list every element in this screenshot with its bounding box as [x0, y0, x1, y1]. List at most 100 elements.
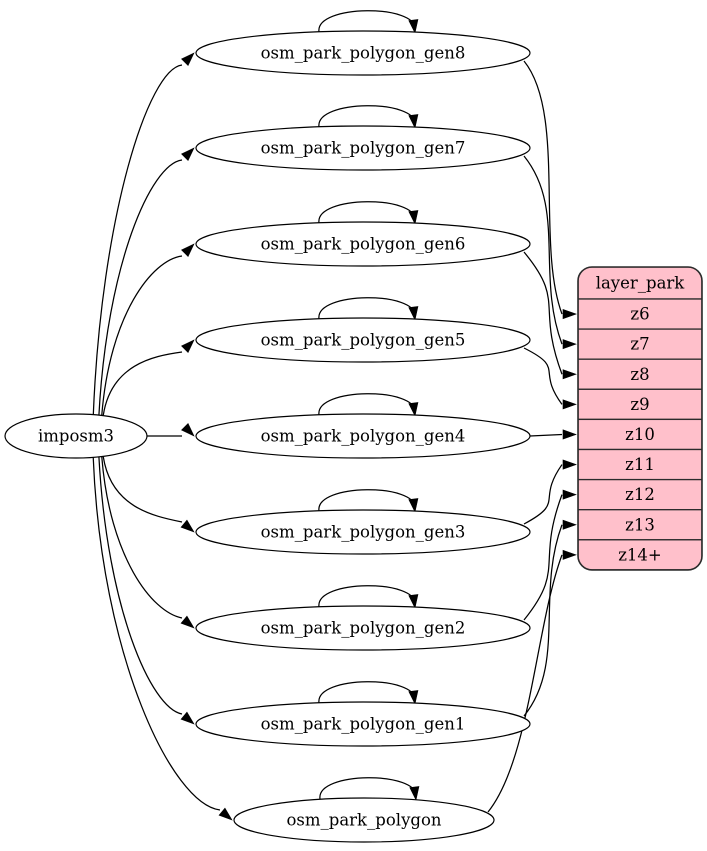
table-row-label-z10: z10	[625, 425, 655, 444]
arrowhead-gen2-to-row-z12	[562, 489, 577, 500]
node-base[interactable]: osm_park_polygon	[233, 797, 495, 843]
edge-imposm3-to-base	[92, 456, 221, 811]
edge-imposm3-to-gen3	[102, 456, 183, 523]
arrowhead-self-loop-gen2	[408, 594, 419, 609]
node-gen8[interactable]: osm_park_polygon_gen8	[195, 30, 531, 76]
arrowhead-imposm3-to-gen7	[181, 147, 195, 161]
node-label-gen5: osm_park_polygon_gen5	[261, 331, 466, 350]
node-label-gen3: osm_park_polygon_gen3	[261, 523, 466, 542]
table-row-z9[interactable]	[578, 388, 702, 421]
table-row-label-z12: z12	[625, 485, 655, 504]
edge-imposm3-to-gen7	[98, 159, 183, 416]
node-gen4[interactable]: osm_park_polygon_gen4	[195, 413, 531, 459]
ellipse-shape-gen2	[195, 605, 531, 651]
arrowhead-imposm3-to-gen4	[181, 423, 195, 437]
arrowhead-self-loop-gen5	[408, 306, 419, 321]
arrowhead-gen5-to-row-z9	[562, 399, 577, 410]
edges-layer	[92, 10, 577, 821]
arrowhead-gen4-to-row-z10	[562, 429, 577, 440]
ellipse-shape-base	[233, 797, 495, 843]
edge-gen4-to-row-z10	[529, 433, 563, 437]
self-loop-gen2	[318, 585, 416, 608]
table-row-z8[interactable]	[578, 358, 702, 390]
arrowhead-imposm3-to-gen3	[180, 519, 195, 533]
arrowhead-self-loop-gen1	[408, 690, 419, 705]
arrowhead-self-loop-gen4	[408, 402, 419, 417]
node-label-gen6: osm_park_polygon_gen6	[261, 235, 466, 254]
node-imposm3[interactable]: imposm3	[4, 413, 148, 459]
edge-imposm3-to-gen1	[98, 456, 183, 715]
arrowhead-self-loop-gen3	[408, 498, 419, 513]
edge-imposm3-to-gen8	[92, 64, 183, 416]
arrowhead-gen1-to-row-z13	[562, 519, 577, 530]
node-label-gen7: osm_park_polygon_gen7	[261, 139, 466, 158]
table-header-label: layer_park	[596, 274, 686, 293]
node-gen2[interactable]: osm_park_polygon_gen2	[195, 605, 531, 651]
table-row-label-z9: z9	[630, 395, 649, 414]
self-loop-gen3	[318, 489, 416, 512]
node-gen7[interactable]: osm_park_polygon_gen7	[195, 125, 531, 171]
edge-base-to-row-z14+	[487, 554, 563, 813]
edge-gen7-to-row-z7	[523, 155, 563, 345]
node-label-base: osm_park_polygon	[286, 811, 441, 830]
edge-gen3-to-row-z11	[523, 464, 563, 525]
edge-gen1-to-row-z13	[523, 524, 563, 717]
table-row-z12[interactable]	[578, 478, 702, 511]
node-gen5[interactable]: osm_park_polygon_gen5	[195, 317, 531, 363]
self-loop-gen7	[318, 105, 416, 128]
edge-imposm3-to-gen5	[102, 351, 183, 416]
table-row-z6[interactable]	[578, 298, 702, 330]
arrowhead-self-loop-gen6	[408, 210, 419, 225]
arrowhead-imposm3-to-gen1	[180, 711, 195, 725]
self-loop-gen6	[318, 201, 416, 224]
nodes-layer: imposm3 osm_park_polygon_gen8 osm_park_pol…	[4, 30, 531, 843]
arrowhead-self-loop-base	[409, 786, 420, 801]
ellipse-shape-gen1	[195, 701, 531, 747]
node-label-imposm3: imposm3	[38, 427, 114, 446]
ellipse-shape-gen4	[195, 413, 531, 459]
edge-gen5-to-row-z9	[523, 347, 563, 405]
table-row-label-z7: z7	[630, 335, 649, 354]
arrowhead-base-to-row-z14+	[562, 549, 577, 560]
table-row-z11[interactable]	[578, 448, 702, 481]
arrowhead-imposm3-to-gen8	[181, 52, 195, 66]
node-gen1[interactable]: osm_park_polygon_gen1	[195, 701, 531, 747]
node-gen6[interactable]: osm_park_polygon_gen6	[195, 221, 531, 267]
table-row-label-z6: z6	[630, 305, 649, 324]
ellipse-shape-gen7	[195, 125, 531, 171]
ellipse-shape-gen3	[195, 509, 531, 555]
table-row-z7[interactable]	[578, 328, 702, 360]
self-loop-base	[319, 777, 417, 800]
table-row-label-z8: z8	[630, 365, 649, 384]
arrowhead-self-loop-gen8	[408, 19, 419, 34]
node-label-gen4: osm_park_polygon_gen4	[261, 427, 466, 446]
ellipse-shape-imposm3	[4, 413, 148, 459]
table-outline	[577, 266, 703, 571]
self-loop-gen1	[318, 681, 416, 704]
arrowhead-imposm3-to-base	[218, 807, 233, 821]
table-row-label-z14+: z14+	[618, 545, 662, 564]
arrowhead-gen7-to-row-z7	[562, 339, 577, 350]
node-label-gen2: osm_park_polygon_gen2	[261, 619, 466, 638]
arrowhead-gen3-to-row-z11	[562, 459, 577, 470]
ellipse-shape-gen5	[195, 317, 531, 363]
node-label-gen8: osm_park_polygon_gen8	[261, 44, 466, 63]
edge-gen8-to-row-z6	[523, 60, 563, 315]
self-loop-gen8	[318, 10, 416, 33]
arrowhead-imposm3-to-gen6	[181, 243, 195, 257]
self-loop-gen5	[318, 297, 416, 320]
arrowhead-imposm3-to-gen2	[180, 615, 195, 629]
self-loop-gen4	[318, 393, 416, 416]
arrowhead-imposm3-to-gen5	[181, 339, 195, 353]
edge-imposm3-to-gen2	[101, 456, 183, 619]
edge-gen2-to-row-z12	[523, 494, 563, 621]
table-row-label-z13: z13	[625, 515, 655, 534]
node-gen3[interactable]: osm_park_polygon_gen3	[195, 509, 531, 555]
ellipse-shape-gen6	[195, 221, 531, 267]
node-label-gen1: osm_park_polygon_gen1	[261, 715, 466, 734]
arrowhead-gen6-to-row-z8	[562, 369, 577, 380]
arrowhead-gen8-to-row-z6	[562, 309, 577, 320]
